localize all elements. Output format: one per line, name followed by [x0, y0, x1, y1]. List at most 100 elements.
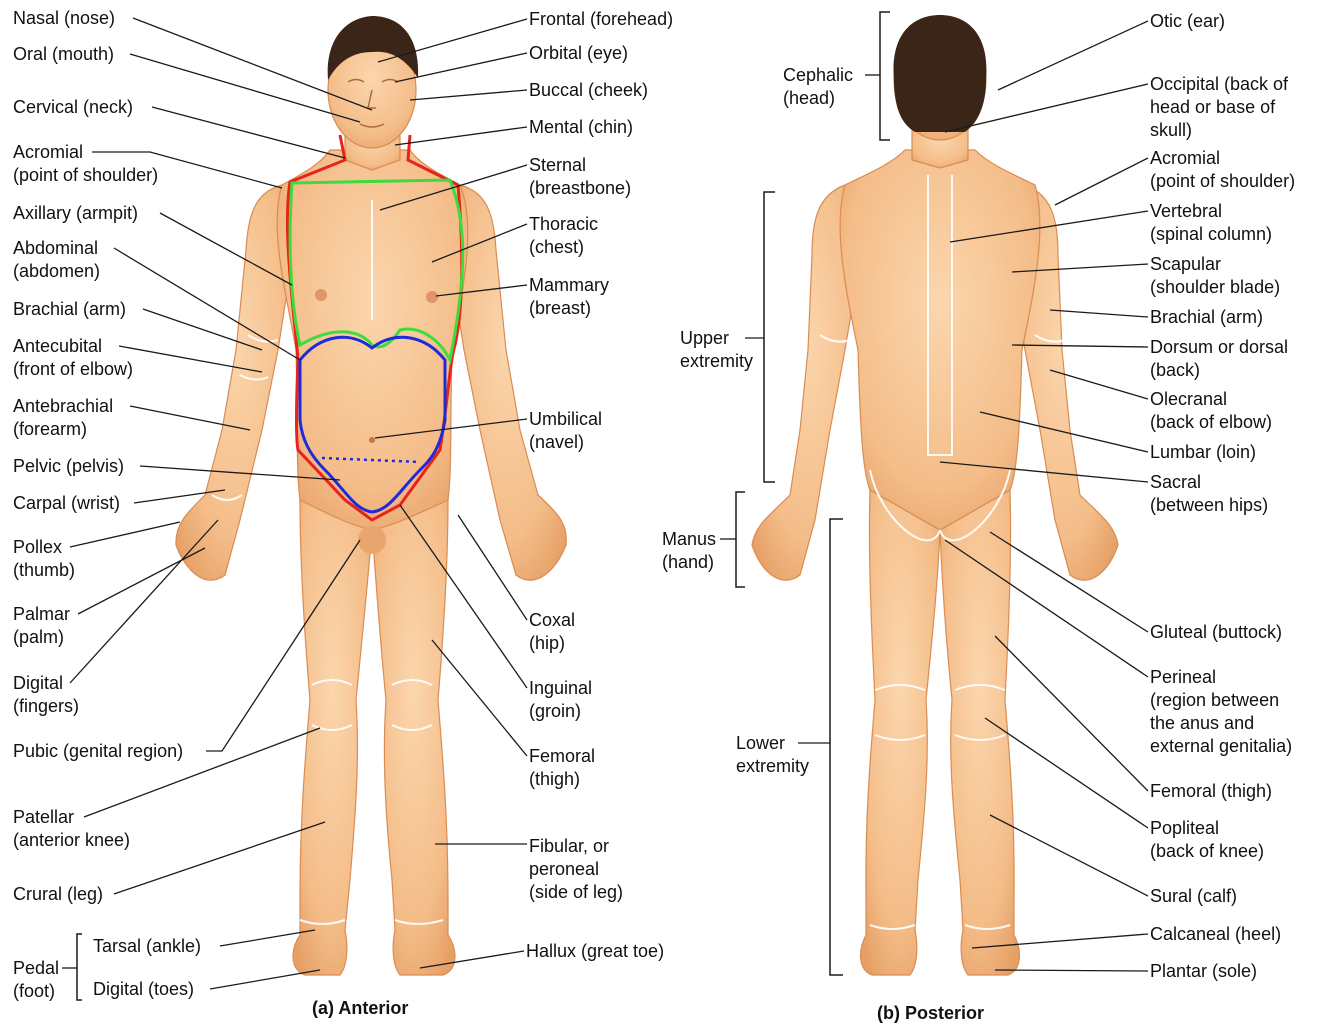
label-line: Plantar (sole)	[1150, 960, 1257, 983]
label-gluteal: Gluteal (buttock)	[1150, 621, 1282, 644]
anterior-nipple-right	[426, 291, 438, 303]
label-line: (spinal column)	[1150, 223, 1272, 246]
label-line: Lumbar (loin)	[1150, 441, 1256, 464]
label-digital: Digital(fingers)	[13, 672, 79, 718]
label-line: Olecranal	[1150, 388, 1272, 411]
label-line: head or base of	[1150, 96, 1288, 119]
leader-femoral-post	[995, 636, 1148, 791]
bracket-pedal	[77, 934, 82, 1000]
label-line: (side of leg)	[529, 881, 623, 904]
label-line: Manus	[662, 528, 716, 551]
label-line: (shoulder blade)	[1150, 276, 1280, 299]
label-mental: Mental (chin)	[529, 116, 633, 139]
label-line: Digital (toes)	[93, 978, 194, 1001]
label-pollex: Pollex(thumb)	[13, 536, 75, 582]
label-line: Oral (mouth)	[13, 43, 114, 66]
anterior-navel	[369, 437, 375, 443]
label-line: (groin)	[529, 700, 592, 723]
label-plantar: Plantar (sole)	[1150, 960, 1257, 983]
label-line: (point of shoulder)	[1150, 170, 1295, 193]
label-dorsum: Dorsum or dorsal(back)	[1150, 336, 1288, 382]
label-line: Perineal	[1150, 666, 1292, 689]
anterior-figure	[176, 32, 566, 975]
label-line: (head)	[783, 87, 853, 110]
posterior-figure	[752, 20, 1118, 975]
label-line: (region between	[1150, 689, 1292, 712]
label-line: (palm)	[13, 626, 70, 649]
label-line: Pollex	[13, 536, 75, 559]
label-line: Occipital (back of	[1150, 73, 1288, 96]
label-carpal: Carpal (wrist)	[13, 492, 120, 515]
bracket-lower-extremity	[830, 519, 843, 975]
leader-otic	[998, 21, 1148, 90]
caption-anterior: (a) Anterior	[312, 998, 408, 1019]
leader-brachial-post	[1050, 310, 1148, 317]
leader-femoral	[432, 640, 527, 756]
label-mammary: Mammary(breast)	[529, 274, 609, 320]
bracket-manus	[736, 492, 745, 587]
label-hallux: Hallux (great toe)	[526, 940, 664, 963]
label-line: (thumb)	[13, 559, 75, 582]
label-lumbar: Lumbar (loin)	[1150, 441, 1256, 464]
label-sternal: Sternal(breastbone)	[529, 154, 631, 200]
label-line: external genitalia)	[1150, 735, 1292, 758]
label-line: Acromial	[1150, 147, 1295, 170]
label-manus: Manus(hand)	[662, 528, 716, 574]
label-line: (anterior knee)	[13, 829, 130, 852]
label-acromial: Acromial(point of shoulder)	[13, 141, 158, 187]
leader-cervical	[152, 107, 345, 158]
label-line: Cervical (neck)	[13, 96, 133, 119]
label-otic: Otic (ear)	[1150, 10, 1225, 33]
label-line: Sternal	[529, 154, 631, 177]
label-line: Popliteal	[1150, 817, 1264, 840]
label-line: Brachial (arm)	[1150, 306, 1263, 329]
label-pubic: Pubic (genital region)	[13, 740, 183, 763]
label-antecubital: Antecubital(front of elbow)	[13, 335, 133, 381]
label-line: (thigh)	[529, 768, 595, 791]
label-line: Pelvic (pelvis)	[13, 455, 124, 478]
label-femoral: Femoral(thigh)	[529, 745, 595, 791]
label-line: Lower	[736, 732, 809, 755]
label-vertebral: Vertebral(spinal column)	[1150, 200, 1272, 246]
label-cervical: Cervical (neck)	[13, 96, 133, 119]
label-line: extremity	[736, 755, 809, 778]
label-pedal: Pedal(foot)	[13, 957, 59, 1003]
leader-plantar	[995, 970, 1148, 971]
leader-acromial-post	[1055, 158, 1148, 205]
label-line: Brachial (arm)	[13, 298, 126, 321]
label-umbilical: Umbilical(navel)	[529, 408, 602, 454]
label-line: (back)	[1150, 359, 1288, 382]
label-line: peroneal	[529, 858, 623, 881]
label-antebrachial: Antebrachial(forearm)	[13, 395, 113, 441]
label-line: (hip)	[529, 632, 575, 655]
label-line: Calcaneal (heel)	[1150, 923, 1281, 946]
label-line: Femoral	[529, 745, 595, 768]
label-line: (breastbone)	[529, 177, 631, 200]
leader-digital	[70, 520, 218, 683]
label-line: Crural (leg)	[13, 883, 103, 906]
label-line: Cephalic	[783, 64, 853, 87]
label-tarsal: Tarsal (ankle)	[93, 935, 201, 958]
label-crural: Crural (leg)	[13, 883, 103, 906]
label-line: extremity	[680, 350, 753, 373]
label-line: Fibular, or	[529, 835, 623, 858]
leader-digital-toes	[210, 970, 320, 989]
label-line: Femoral (thigh)	[1150, 780, 1272, 803]
label-line: Hallux (great toe)	[526, 940, 664, 963]
label-line: Palmar	[13, 603, 70, 626]
label-sacral: Sacral(between hips)	[1150, 471, 1268, 517]
label-thoracic: Thoracic(chest)	[529, 213, 598, 259]
label-frontal: Frontal (forehead)	[529, 8, 673, 31]
label-brachial-post: Brachial (arm)	[1150, 306, 1263, 329]
label-buccal: Buccal (cheek)	[529, 79, 648, 102]
label-line: (navel)	[529, 431, 602, 454]
label-line: (hand)	[662, 551, 716, 574]
label-line: Antecubital	[13, 335, 133, 358]
label-popliteal: Popliteal(back of knee)	[1150, 817, 1264, 863]
leader-oral	[130, 54, 360, 122]
label-line: (forearm)	[13, 418, 113, 441]
label-brachial: Brachial (arm)	[13, 298, 126, 321]
